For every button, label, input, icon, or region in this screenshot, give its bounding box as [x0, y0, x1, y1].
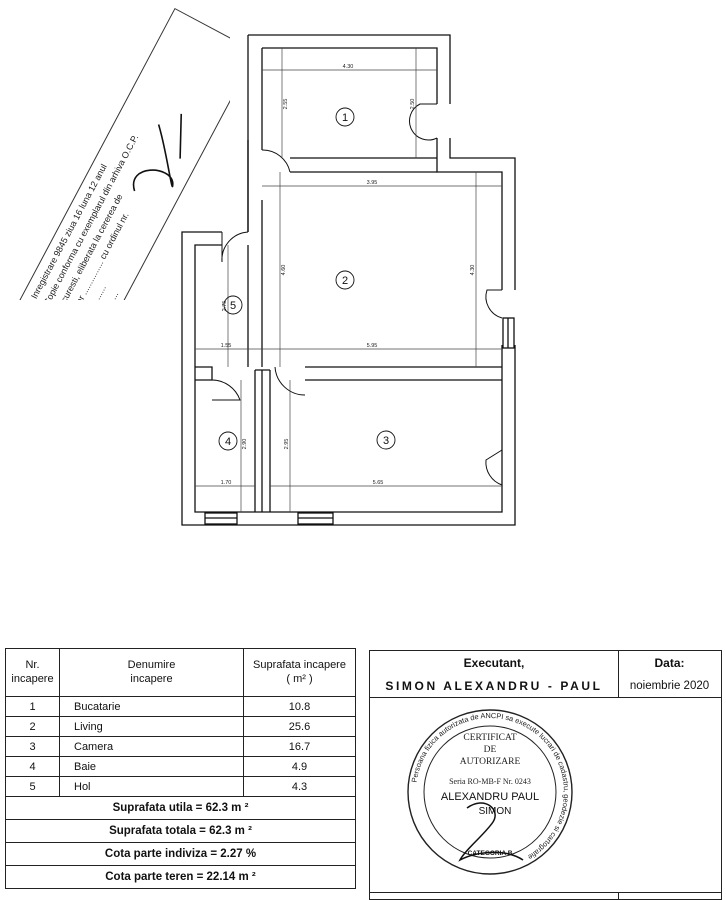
dim-r5-width: 1.55 [221, 343, 232, 349]
door-r4 [211, 379, 241, 401]
seal-signature [458, 802, 524, 862]
date-value: noiembrie 2020 [629, 680, 710, 692]
row-nr: 3 [5, 736, 60, 757]
dim-r2-width-top: 3.95 [367, 180, 378, 186]
floor-plan: 1 2 3 4 5 4.30 2.55 2.50 3.95 4.60 4.30 … [181, 34, 516, 526]
row-name: Hol [59, 776, 244, 797]
dim-r5-height: 2.75 [222, 301, 228, 312]
table-row: 2 Living 25.6 [5, 716, 356, 737]
row-nr: 4 [5, 756, 60, 777]
dim-r4-width: 1.70 [221, 480, 232, 486]
wall-r1-r2 [290, 157, 437, 173]
table-row: 4 Baie 4.9 [5, 756, 356, 777]
room-number-1: 1 [342, 112, 348, 124]
room-number-4: 4 [225, 436, 231, 448]
seal-title-1: CERTIFICAT [463, 733, 516, 743]
rooms-table: Nr. incapere Denumire incapere Suprafata… [5, 648, 356, 889]
dim-r2-height-right: 4.30 [470, 265, 476, 276]
table-row: 5 Hol 4.3 [5, 776, 356, 797]
dim-r1-height-left: 2.55 [283, 99, 289, 110]
executant-label: Executant, [463, 656, 525, 670]
row-name: Living [59, 716, 244, 737]
room-number-2: 2 [342, 275, 348, 287]
executant-box: Executant, SIMON ALEXANDRU - PAUL Data: … [369, 650, 722, 900]
header-name: Denumire incapere [59, 648, 244, 697]
summary-indiviza: Cota parte indiviza = 2.27 % [5, 842, 356, 866]
executant-name: SIMON ALEXANDRU - PAUL [385, 679, 603, 693]
room-circle-1 [335, 107, 355, 127]
header-area: Suprafata incapere ( m² ) [243, 648, 356, 697]
seal-inner-ring [423, 725, 557, 859]
door-r5-entry [221, 231, 249, 263]
door-r3-right [485, 449, 503, 486]
row-nr: 1 [5, 696, 60, 717]
bottom-divider [370, 892, 721, 893]
summary-total-area: Suprafata totala = 62.3 m ² [5, 819, 356, 843]
row-name: Bucatarie [59, 696, 244, 717]
dim-r2-height-left: 4.60 [281, 265, 287, 276]
wall-r4-r3 [254, 369, 271, 512]
seal-category: CATEGORIA B [468, 850, 513, 857]
row-area: 4.3 [243, 776, 356, 797]
seal-title-3: AUTORIZARE [460, 757, 521, 767]
room-circle-3 [376, 430, 396, 450]
summary-useful-area: Suprafata utila = 62.3 m ² [5, 796, 356, 820]
door-r2-right [485, 289, 503, 319]
room-number-5: 5 [230, 300, 236, 312]
wall-r5-r4 [195, 366, 213, 381]
dim-r1-width: 4.30 [343, 64, 354, 70]
door-r2-r3 [274, 366, 306, 396]
wall-left-upper [247, 48, 263, 232]
row-name: Camera [59, 736, 244, 757]
wall-r5-r2 [247, 245, 263, 367]
dim-r1-height-right: 2.50 [410, 99, 416, 110]
outer-wall [181, 34, 516, 526]
bottom-vertical-divider [618, 892, 619, 899]
table-row: 1 Bucatarie 10.8 [5, 696, 356, 717]
dim-r3-height: 2.95 [284, 439, 290, 450]
seal-outer-ring [407, 709, 573, 875]
table-row: 3 Camera 16.7 [5, 736, 356, 757]
summary-land-share: Cota parte teren = 22.14 m ² [5, 865, 356, 889]
date-label: Data: [654, 656, 685, 670]
row-area: 10.8 [243, 696, 356, 717]
row-area: 25.6 [243, 716, 356, 737]
room-circle-5 [223, 295, 243, 315]
row-area: 4.9 [243, 756, 356, 777]
dim-r4-height: 2.90 [242, 439, 248, 450]
seal-name-1: ALEXANDRU PAUL [441, 791, 539, 803]
row-nr: 2 [5, 716, 60, 737]
room-number-3: 3 [383, 435, 389, 447]
dim-r3-width: 5.65 [373, 480, 384, 486]
row-name: Baie [59, 756, 244, 777]
date-header: Data: noiembrie 2020 [618, 651, 721, 698]
row-nr: 5 [5, 776, 60, 797]
executant-header: Executant, SIMON ALEXANDRU - PAUL [370, 651, 619, 698]
room-circle-4 [218, 431, 238, 451]
seal-series: Seria RO-MB-F Nr. 0243 [449, 777, 531, 786]
wall-r2-r3 [305, 366, 502, 381]
registration-stamp: Inregistrare 9845 ziua 16 luna 12 anul C… [19, 7, 230, 300]
seal-title-2: DE [484, 745, 497, 755]
stamp-signature [132, 113, 183, 192]
outer-wall-inner [194, 47, 503, 513]
authorization-seal: Persoana fizica autorizata de ANCPI sa e… [407, 709, 573, 875]
header-nr: Nr. incapere [5, 648, 60, 697]
door-r1-r2 [261, 149, 291, 173]
row-area: 16.7 [243, 736, 356, 757]
room-circle-2 [335, 270, 355, 290]
dim-r2-width-bottom: 5.95 [367, 343, 378, 349]
stamp-border [19, 7, 230, 300]
